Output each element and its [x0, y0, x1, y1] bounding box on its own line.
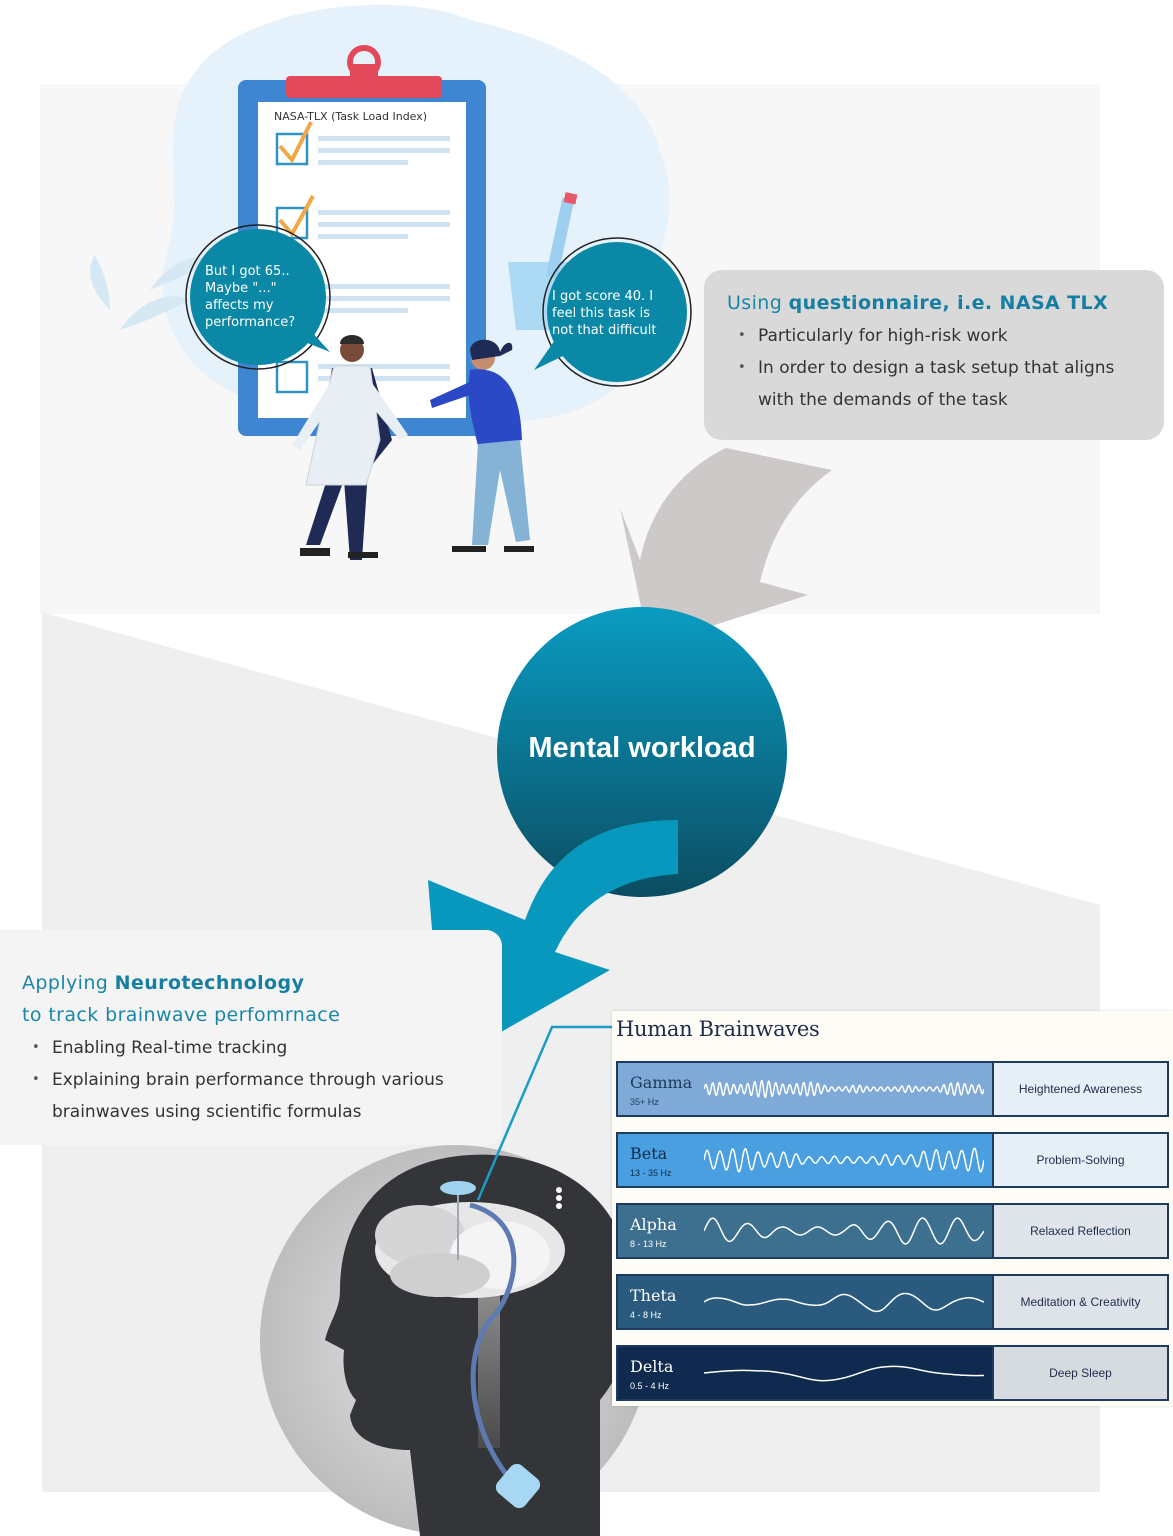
- brainwave-row-alpha: Alpha 8 - 13 Hz Relaxed Reflection: [616, 1203, 1169, 1259]
- brainwave-row-theta: Theta 4 - 8 Hz Meditation & Creativity: [616, 1274, 1169, 1330]
- pencil: [545, 197, 575, 279]
- bubble-right-line: I got score 40. I: [552, 289, 654, 304]
- bubble-left-line: affects my: [205, 298, 274, 313]
- brainwave-state: Problem-Solving: [992, 1134, 1167, 1186]
- bubble-left-line: But I got 65..: [205, 264, 290, 279]
- waveform-line: [704, 1080, 984, 1098]
- questionnaire-bullets: Particularly for high-risk work In order…: [728, 320, 1114, 416]
- brainwave-state: Heightened Awareness: [992, 1063, 1167, 1115]
- grey-arrow: [620, 448, 832, 640]
- brainwave-name: Alpha: [630, 1215, 677, 1234]
- brainwave-graphic: Beta 13 - 35 Hz: [618, 1134, 992, 1186]
- brainwave-row-beta: Beta 13 - 35 Hz Problem-Solving: [616, 1132, 1169, 1188]
- bullet-item: Particularly for high-risk work: [728, 320, 1114, 352]
- connector-line: [476, 1025, 612, 1201]
- brainwave-graphic: Alpha 8 - 13 Hz: [618, 1205, 992, 1257]
- brainwaves-panel: Human Brainwaves Gamma 35+ Hz Heightened A…: [612, 1011, 1173, 1406]
- brainwave-graphic: Delta 0.5 - 4 Hz: [618, 1347, 992, 1399]
- waveform-delta: [704, 1365, 984, 1382]
- brainwave-state: Relaxed Reflection: [992, 1205, 1167, 1257]
- bullet-item: Enabling Real-time tracking: [22, 1032, 444, 1064]
- neuro-title-line1: Applying Neurotechnology: [22, 972, 304, 994]
- brainwave-row-delta: Delta 0.5 - 4 Hz Deep Sleep: [616, 1345, 1169, 1401]
- bubble-left-shape: [190, 229, 326, 365]
- bubble-right-line: feel this task is: [552, 306, 651, 321]
- waveform-beta: [704, 1147, 984, 1173]
- clipboard-title: NASA-TLX (Task Load Index): [274, 110, 428, 123]
- waveform-theta: [704, 1292, 984, 1313]
- waveform-line: [704, 1217, 984, 1245]
- brainwave-graphic: Gamma 35+ Hz: [618, 1063, 992, 1115]
- bubble-left-line: performance?: [205, 315, 296, 330]
- brainwave-frequency: 13 - 35 Hz: [630, 1168, 672, 1178]
- brainwave-graphic: Theta 4 - 8 Hz: [618, 1276, 992, 1328]
- waveform-line: [704, 1365, 984, 1382]
- brainwaves-title: Human Brainwaves: [616, 1017, 820, 1041]
- neuro-title-bold: Neurotechnology: [114, 972, 305, 994]
- bubble-right-line: not that difficult: [552, 323, 657, 338]
- checkbox-3: [275, 360, 309, 394]
- brainwave-state: Deep Sleep: [992, 1347, 1167, 1399]
- brainwave-row-gamma: Gamma 35+ Hz Heightened Awareness: [616, 1061, 1169, 1117]
- clipboard-clip: [286, 76, 442, 98]
- bubble-right-text: I got score 40. I feel this task is not …: [552, 288, 656, 339]
- brainwave-state: Meditation & Creativity: [992, 1276, 1167, 1328]
- bubble-right-shape: [547, 242, 687, 382]
- questionnaire-box: Using questionnaire, i.e. NASA TLX Parti…: [704, 270, 1164, 440]
- bullet-item-continuation: with the demands of the task: [758, 390, 1008, 410]
- waveform-line: [704, 1292, 984, 1313]
- brainwave-frequency: 8 - 13 Hz: [630, 1239, 667, 1249]
- mental-workload-label: Mental workload: [528, 732, 756, 764]
- woman-figure: [430, 339, 534, 552]
- paper-lines: [318, 136, 450, 381]
- waveform-line: [704, 1147, 984, 1173]
- brainwave-frequency: 35+ Hz: [630, 1097, 659, 1107]
- doctor-figure: [292, 335, 408, 560]
- bullet-item: In order to design a task setup that ali…: [728, 352, 1114, 384]
- bubble-left-text: But I got 65.. Maybe "..." affects my pe…: [205, 263, 295, 331]
- questionnaire-title: Using questionnaire, i.e. NASA TLX: [727, 292, 1108, 314]
- bullet-item: Explaining brain performance through var…: [22, 1064, 444, 1096]
- brainwave-name: Delta: [630, 1357, 674, 1376]
- brainwave-name: Beta: [630, 1144, 668, 1163]
- checkbox-1: [275, 132, 309, 166]
- waveform-alpha: [704, 1217, 984, 1245]
- neuro-bullets: Enabling Real-time tracking Explaining b…: [22, 1032, 444, 1128]
- pencil-tip: [563, 192, 578, 205]
- check-1: [278, 121, 313, 164]
- brainwave-frequency: 0.5 - 4 Hz: [630, 1381, 670, 1391]
- neuro-title-prefix: Applying: [22, 972, 115, 994]
- head-illustration: [260, 1145, 650, 1536]
- brainwave-frequency: 4 - 8 Hz: [630, 1310, 662, 1320]
- brainwave-name: Gamma: [630, 1073, 693, 1092]
- waveform-gamma: [704, 1080, 984, 1098]
- neuro-title-line2: to track brainwave perfomrnace: [22, 1004, 341, 1026]
- bullet-item-continuation: brainwaves using scientific formulas: [52, 1102, 362, 1122]
- questionnaire-title-prefix: Using: [727, 292, 789, 314]
- bubble-left-line: Maybe "...": [205, 281, 277, 296]
- leaves: [90, 255, 215, 330]
- checkbox-2: [275, 206, 309, 240]
- brainwave-name: Theta: [630, 1286, 677, 1305]
- questionnaire-title-bold: questionnaire, i.e. NASA TLX: [788, 292, 1109, 314]
- mental-workload-circle: [497, 607, 787, 897]
